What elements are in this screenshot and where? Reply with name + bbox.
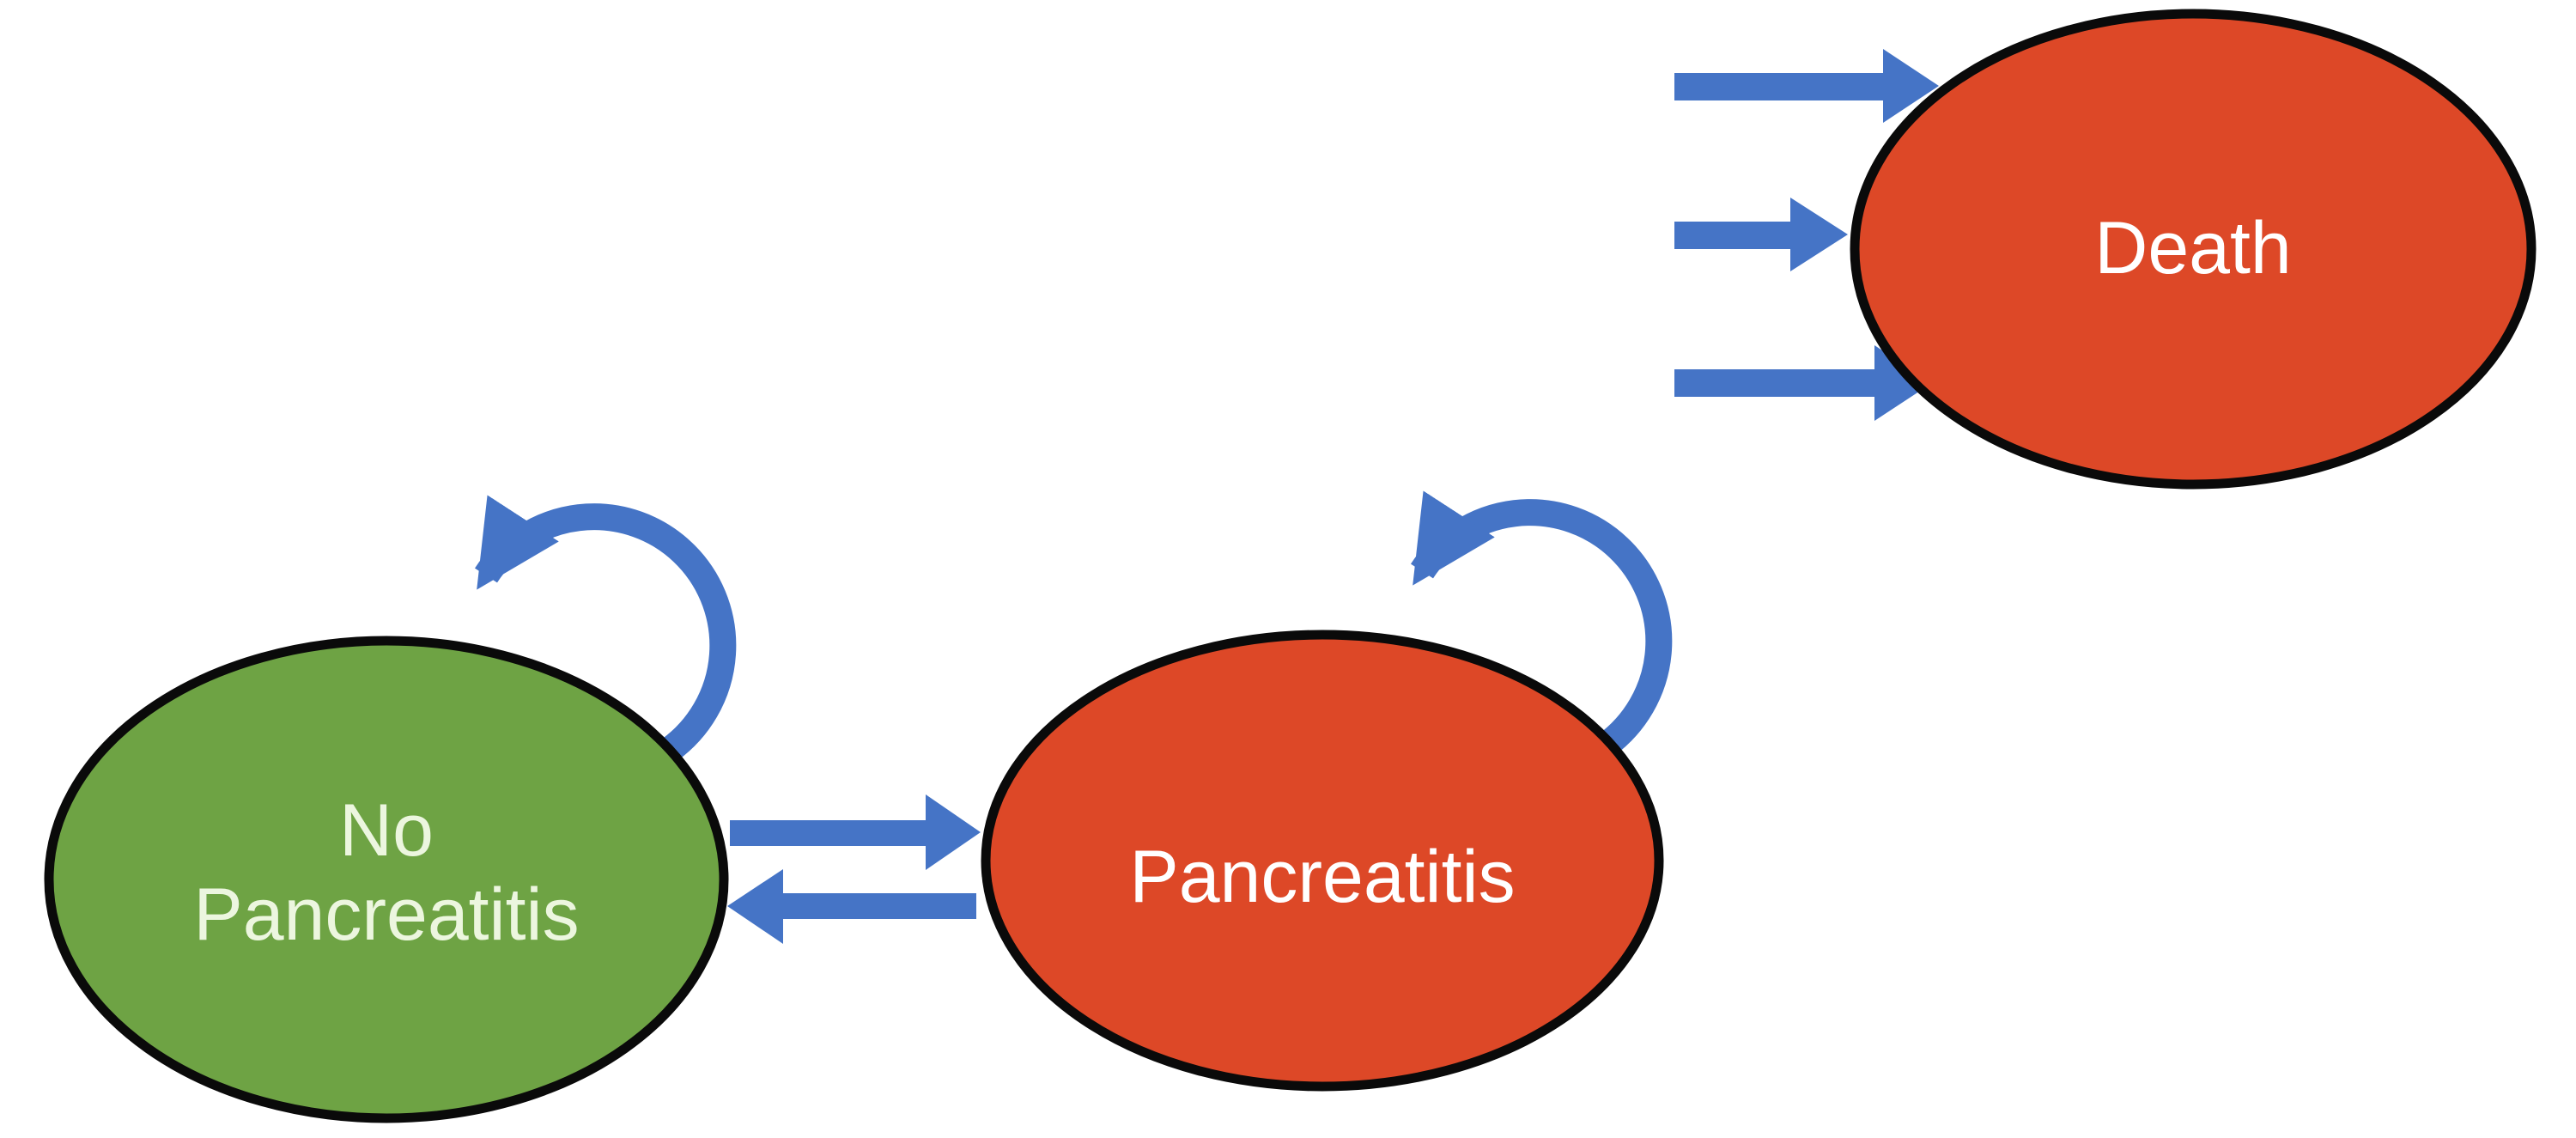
self-loop-arrow-pancreatitis [1411, 490, 1673, 757]
node-pancreatitis [981, 630, 1664, 1092]
node-no-pancreatitis-label-line2: Pancreatitis [193, 873, 579, 956]
self-loop-arrow-no-pancreatitis [475, 495, 737, 761]
node-death [1850, 9, 2537, 490]
arrow-into-death-middle [1674, 198, 1848, 271]
node-no-pancreatitis [44, 636, 729, 1123]
arrow-into-death-top [1674, 49, 1939, 123]
node-no-pancreatitis-label-line1: No [339, 789, 434, 872]
arrow-no-pancreatitis-to-pancreatitis [730, 794, 981, 870]
arrow-into-death-bottom [1674, 345, 1932, 421]
node-pancreatitis-label: Pancreatitis [1129, 836, 1515, 918]
arrow-pancreatitis-to-no-pancreatitis [727, 869, 976, 944]
node-death-label: Death [2094, 207, 2292, 289]
